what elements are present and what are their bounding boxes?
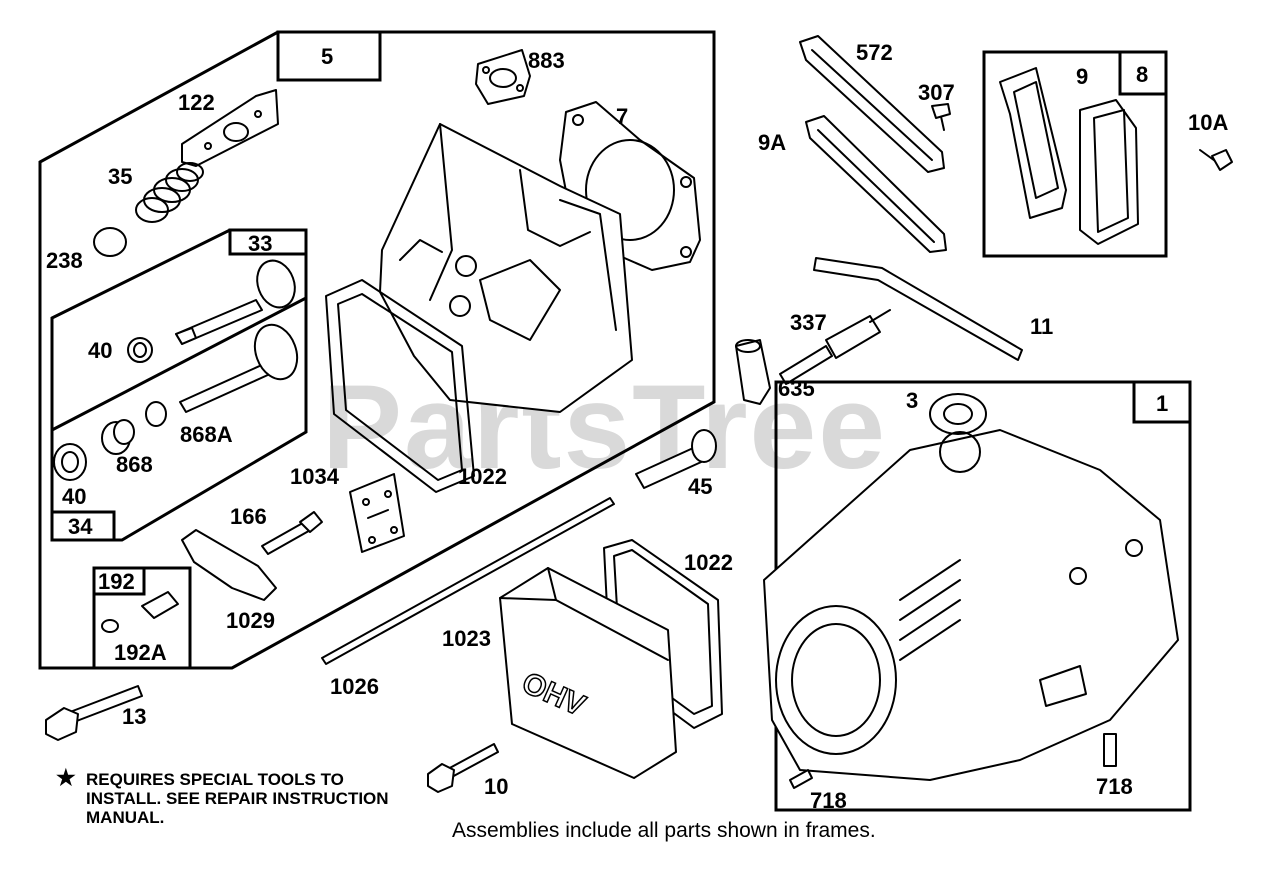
spark-plug-337-part [779, 309, 891, 385]
frame-label-34: 34 [68, 514, 93, 539]
frame-label-8: 8 [1136, 62, 1148, 87]
part-label-1023: 1023 [442, 626, 491, 651]
pin-718-left-part [789, 769, 813, 789]
gasket-572-part [799, 35, 945, 173]
gasket-9a-part [805, 115, 947, 253]
part-label-883: 883 [528, 48, 565, 73]
frame-33-34-valves: 33 34 [50, 228, 308, 542]
part-label-337: 337 [790, 310, 827, 335]
breather-part [1079, 99, 1139, 245]
part-label-7: 7 [616, 104, 628, 129]
part-label-868a: 868A [180, 422, 233, 447]
gasket-883-part [475, 49, 531, 105]
valve-cover-1023-part: OHV [499, 567, 677, 779]
keeper-40-top-part [127, 337, 153, 363]
valve-bottom-part [179, 323, 299, 413]
part-label-238: 238 [46, 248, 83, 273]
gasket-9-part [999, 67, 1067, 219]
part-label-45: 45 [688, 474, 712, 499]
frame-label-1: 1 [1156, 391, 1168, 416]
special-tools-text: REQUIRES SPECIAL TOOLS TO INSTALL. SEE R… [86, 770, 389, 827]
part-label-9a: 9A [758, 130, 786, 155]
part-label-40-top: 40 [88, 338, 112, 363]
screw-10a-part [1199, 149, 1233, 171]
part-label-1022-lower: 1022 [684, 550, 733, 575]
part-label-718-right: 718 [1096, 774, 1133, 799]
part-label-10a: 10A [1188, 110, 1228, 135]
part-label-9: 9 [1076, 64, 1088, 89]
frame-5-assembly: 5 [38, 30, 716, 670]
part-label-718-left: 718 [810, 788, 847, 813]
star-icon: ★ [56, 765, 76, 790]
assemblies-footnote: Assemblies include all parts shown in fr… [452, 819, 876, 842]
stud-166-part [261, 511, 323, 555]
valve-top-part [175, 259, 296, 345]
part-label-192a: 192A [114, 640, 167, 665]
plate-122-part [181, 89, 279, 167]
frame-8-breather: 8 [982, 50, 1168, 258]
part-label-13: 13 [122, 704, 146, 729]
part-label-10: 10 [484, 774, 508, 799]
frame-label-5: 5 [321, 44, 333, 69]
part-label-572: 572 [856, 40, 893, 65]
tube-45-part [635, 429, 717, 489]
pin-718-right-part [1103, 733, 1117, 767]
seal-3-part [929, 393, 987, 435]
spring-35-part [135, 162, 204, 223]
rocker-arm-1029-part [181, 529, 277, 601]
cap-238-part [93, 227, 127, 257]
special-tools-note: ★ REQUIRES SPECIAL TOOLS TO INSTALL. SEE… [56, 767, 416, 828]
seal-868-part [101, 401, 167, 455]
screw-307-part [931, 103, 951, 131]
bolt-10-part [427, 743, 499, 793]
part-label-166: 166 [230, 504, 267, 529]
frame-label-192: 192 [98, 569, 135, 594]
gasket-1022-upper-part [325, 279, 475, 493]
part-label-11: 11 [1030, 314, 1053, 339]
part-label-40-bottom: 40 [62, 484, 86, 509]
part-label-868: 868 [116, 452, 153, 477]
part-label-1022-upper: 1022 [458, 464, 507, 489]
boot-635-part [735, 339, 771, 405]
keeper-40-bottom-part [53, 443, 87, 481]
tube-11-part [813, 257, 1023, 361]
push-rod-1026-part [321, 497, 615, 665]
bolt-13-part [45, 685, 143, 741]
cylinder-block-part [763, 429, 1179, 781]
part-label-1026: 1026 [330, 674, 379, 699]
frame-label-33: 33 [248, 231, 272, 256]
part-label-1034: 1034 [290, 464, 340, 489]
frame-192: 192 [92, 566, 192, 670]
part-label-35: 35 [108, 164, 132, 189]
part-label-635: 635 [778, 376, 815, 401]
plate-1034-part [349, 473, 405, 553]
fitting-192-part [101, 591, 179, 633]
part-label-3: 3 [906, 388, 918, 413]
part-label-307: 307 [918, 80, 955, 105]
cylinder-head-part [379, 123, 633, 413]
part-label-122: 122 [178, 90, 215, 115]
part-number-labels: 883 7 122 35 238 40 868A 868 40 1034 102… [46, 40, 1228, 813]
part-label-1029: 1029 [226, 608, 275, 633]
